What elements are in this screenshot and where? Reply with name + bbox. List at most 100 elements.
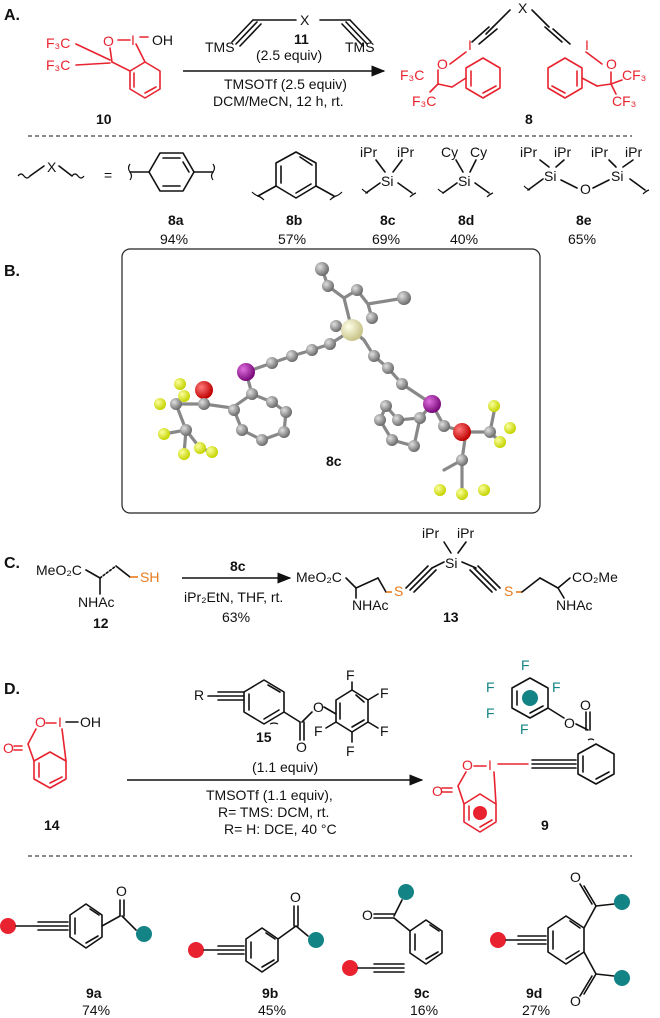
- teal-marker: [614, 970, 630, 986]
- carbonyl-o: O: [296, 739, 307, 755]
- cy-group: Cy: [470, 144, 487, 160]
- ring-o: O: [35, 714, 46, 730]
- linker-x: X: [47, 159, 57, 175]
- ipr-group: iPr: [591, 144, 608, 160]
- carbonyl-o: O: [570, 869, 581, 885]
- section-c-label: C.: [4, 555, 20, 572]
- yield-value: 45%: [258, 1002, 286, 1018]
- fluorine-atom: F: [380, 685, 389, 701]
- red-marker: [342, 960, 358, 976]
- r-group: R: [194, 687, 204, 703]
- ipr-group: iPr: [397, 144, 414, 160]
- iodine-atom: I: [131, 32, 135, 48]
- carbonyl-o: O: [580, 697, 591, 713]
- iodine-atom: I: [585, 37, 589, 53]
- yield-value: 69%: [372, 231, 400, 247]
- ipr-group: iPr: [422, 525, 439, 541]
- compound-number: 14: [44, 817, 60, 833]
- condition-line: DCM/MeCN, 12 h, rt.: [213, 93, 344, 109]
- carbonyl-o: O: [432, 783, 443, 799]
- compound-id: 8d: [458, 212, 474, 228]
- product-13-structure: MeO₂C S Si iPr iPr S CO₂: [296, 525, 618, 613]
- amide-group: NHAc: [78, 594, 115, 610]
- teal-marker: [522, 690, 538, 706]
- o-atom: O: [580, 181, 591, 197]
- ipr-group: iPr: [625, 144, 642, 160]
- fluorine-atom: F: [486, 679, 495, 695]
- carbonyl-o: O: [290, 889, 301, 905]
- section-a-label: A.: [4, 7, 20, 24]
- product-9-structure: F F F F F O O I O: [432, 657, 615, 833]
- carbonyl-o: O: [116, 883, 127, 899]
- cf3-group: F₃C: [412, 93, 436, 109]
- crystal-compound-label: 8c: [326, 453, 342, 469]
- compound-number: 8: [525, 111, 533, 127]
- section-d: D. O O I OH 14 R: [0, 657, 632, 1018]
- products-8-labels: 8a 94% 8b 57% 8c 69% 8d 40% 8e 65%: [160, 212, 596, 247]
- iodine-atom: I: [488, 757, 492, 773]
- ipr-group: iPr: [457, 525, 474, 541]
- yield-value: 27%: [522, 1002, 550, 1018]
- compound-id: 8b: [286, 212, 302, 228]
- reagent-11-structure: X TMS TMS: [205, 12, 375, 55]
- linker-x: X: [518, 0, 528, 16]
- reactant-12-structure: MeO₂C SH NHAc: [36, 562, 159, 610]
- crystal-structure-frame: [121, 248, 541, 514]
- cy-group: Cy: [441, 144, 458, 160]
- red-marker: [188, 942, 204, 958]
- si-atom: Si: [381, 173, 393, 189]
- product-9b-structure: O: [188, 889, 324, 973]
- o-atom: O: [103, 33, 114, 49]
- compound-number: 12: [93, 615, 109, 631]
- fluorine-atom: F: [380, 723, 389, 739]
- compound-number: 10: [96, 111, 112, 127]
- section-a: A. O I OH F₃C F₃C 10: [4, 0, 650, 247]
- ipr-group: iPr: [520, 144, 537, 160]
- reagent-label: 8c: [230, 558, 246, 574]
- fluorine-atom: F: [346, 667, 355, 683]
- condition-line: R= TMS: DCM, rt.: [218, 804, 329, 820]
- products-9-labels: 9a 74% 9b 45% 9c 16% 9d 27%: [82, 985, 550, 1018]
- oh-group: OH: [80, 714, 101, 730]
- teal-marker: [136, 926, 152, 942]
- carbonyl-o: O: [3, 740, 14, 756]
- yield-value: 74%: [82, 1002, 110, 1018]
- fluorine-atom: F: [520, 721, 529, 737]
- reagent-15-structure: R O O F F: [194, 667, 389, 759]
- teal-marker: [398, 884, 414, 900]
- fluorine-atom: F: [314, 723, 323, 739]
- yield-value: 16%: [410, 1002, 438, 1018]
- si-atom: Si: [611, 168, 623, 184]
- fluorine-atom: F: [521, 657, 530, 673]
- ester-o: O: [564, 715, 575, 731]
- carbonyl-o: O: [570, 993, 581, 1009]
- equiv-text: (2.5 equiv): [256, 47, 322, 63]
- compound-id: 8c: [380, 212, 396, 228]
- condition-line: TMSOTf (2.5 equiv): [224, 76, 347, 92]
- oh-group: OH: [152, 32, 173, 48]
- cf3-group: F₃C: [46, 35, 70, 51]
- iodine-atom: I: [58, 714, 62, 730]
- si-atom: Si: [458, 173, 470, 189]
- ipr-group: iPr: [554, 144, 571, 160]
- section-c: C. MeO₂C SH NHAc 12 8c iPr₂EtN, THF, rt.…: [4, 525, 618, 631]
- thioether-s: S: [504, 583, 513, 599]
- cf3-group: CF₃: [622, 67, 646, 83]
- o-atom: O: [606, 56, 617, 72]
- equals-sign: =: [104, 167, 112, 183]
- product-9a-structure: O: [0, 883, 152, 949]
- yield-value: 65%: [568, 231, 596, 247]
- ester-group: MeO₂C: [36, 562, 82, 578]
- condition-line: iPr₂EtN, THF, rt.: [184, 589, 283, 605]
- section-b: B.: [4, 248, 541, 514]
- compound-number: 11: [294, 31, 309, 47]
- compound-number: 13: [443, 609, 459, 625]
- red-marker: [490, 932, 506, 948]
- cf3-group: CF₃: [612, 93, 636, 109]
- si-atom: Si: [544, 168, 556, 184]
- yield-value: 94%: [160, 231, 188, 247]
- compound-id: 8e: [576, 212, 592, 228]
- compound-number: 15: [256, 729, 272, 745]
- yield-value: 57%: [278, 231, 306, 247]
